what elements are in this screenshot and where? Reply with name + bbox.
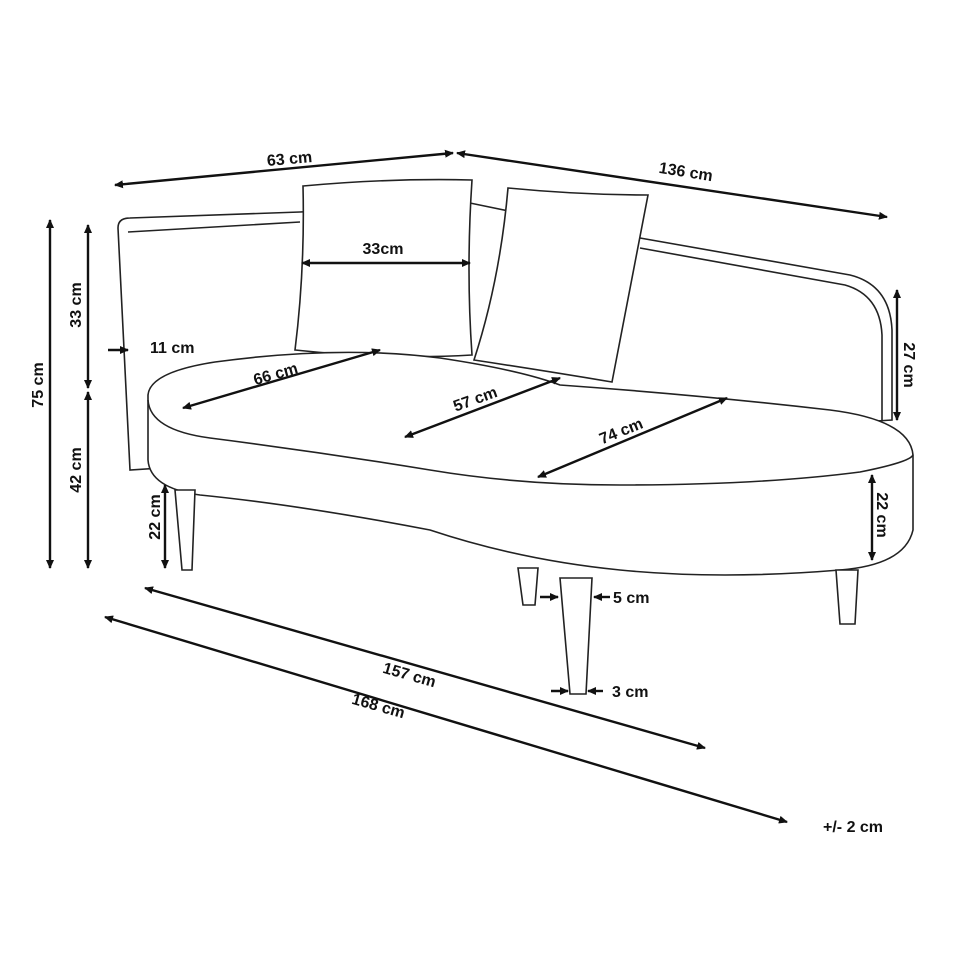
label-75: 75 cm <box>30 362 47 407</box>
dim-line-168 <box>104 615 788 824</box>
dim-line-74 <box>537 396 728 479</box>
seat-edge <box>147 399 914 486</box>
backrest-inner-line <box>127 221 883 420</box>
dim-line-57 <box>404 376 561 439</box>
leg-right <box>835 569 859 625</box>
dim-line-157 <box>144 586 706 750</box>
label-42: 42 cm <box>68 447 85 492</box>
sofa-outline <box>117 178 914 695</box>
leg-middle <box>517 567 539 606</box>
pillow-left <box>294 178 473 358</box>
leg-left <box>174 489 196 571</box>
label-22-right: 22 cm <box>873 492 890 537</box>
label-63: 63 cm <box>266 149 313 170</box>
label-27: 27 cm <box>900 342 917 387</box>
dim-line-66 <box>182 348 381 410</box>
label-168: 168 cm <box>350 691 407 722</box>
label-33-back: 33 cm <box>68 282 85 327</box>
label-3: 3 cm <box>612 684 648 701</box>
label-136: 136 cm <box>658 160 714 185</box>
leg-front <box>559 577 593 695</box>
label-33-cushion: 33cm <box>363 241 404 258</box>
label-5: 5 cm <box>613 590 649 607</box>
dimension-lines <box>46 149 901 824</box>
dim-line-63 <box>114 149 454 189</box>
label-tolerance: +/- 2 cm <box>823 819 883 836</box>
label-22-left: 22 cm <box>147 494 164 539</box>
dim-line-136 <box>456 150 888 220</box>
label-11: 11 cm <box>150 340 194 357</box>
